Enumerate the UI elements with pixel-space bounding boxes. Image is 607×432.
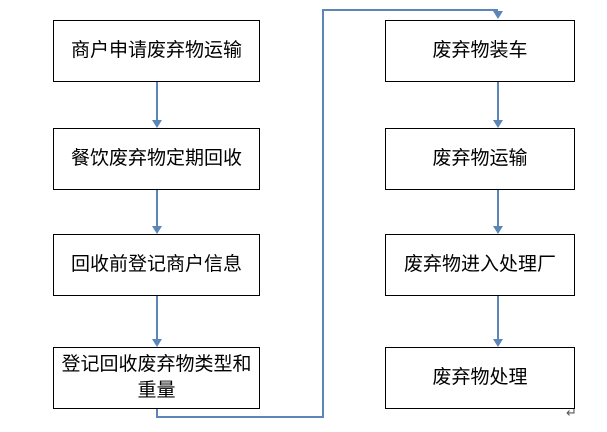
flow-node-label: 废弃物处理 <box>432 367 528 389</box>
flow-node-label: 餐饮废弃物定期回收 <box>70 148 242 170</box>
flow-node-register-type-weight[interactable]: 登记回收废弃物类型和重量 <box>53 347 260 409</box>
connector-n1-n2-head <box>152 120 162 128</box>
flow-node-periodic-recycle[interactable]: 餐饮废弃物定期回收 <box>53 128 260 190</box>
connector-n4-n5-segment-down <box>322 9 324 418</box>
connector-n4-n5-segment-bottom <box>156 416 324 418</box>
flow-node-label: 商户申请废弃物运输 <box>70 40 242 62</box>
connector-n4-n5-segment-top <box>322 9 498 11</box>
connector-n7-n8-head <box>493 339 503 347</box>
flow-node-enter-plant[interactable]: 废弃物进入处理厂 <box>385 234 575 296</box>
flow-node-label: 废弃物进入处理厂 <box>403 254 556 276</box>
flow-node-waste-treatment[interactable]: 废弃物处理 <box>385 347 575 409</box>
connector-n1-n2-line <box>156 82 158 120</box>
flow-node-label: 废弃物运输 <box>432 148 528 170</box>
connector-n6-n7-head <box>493 226 503 234</box>
connector-n3-n4-line <box>156 296 158 339</box>
flow-node-load-waste[interactable]: 废弃物装车 <box>385 20 575 82</box>
connector-n5-n6-line <box>497 82 499 120</box>
connector-n7-n8-line <box>497 296 499 339</box>
flow-node-label: 回收前登记商户信息 <box>70 254 242 276</box>
connector-n2-n3-line <box>156 190 158 226</box>
flow-node-merchant-apply[interactable]: 商户申请废弃物运输 <box>53 20 260 82</box>
flow-node-label: 登记回收废弃物类型和重量 <box>61 354 252 401</box>
connector-n2-n3-head <box>152 226 162 234</box>
connector-n4-n5-head <box>493 11 503 19</box>
paragraph-mark: ↵ <box>566 405 577 420</box>
connector-n5-n6-head <box>493 120 503 128</box>
flow-node-label: 废弃物装车 <box>432 40 528 62</box>
flow-node-transport-waste[interactable]: 废弃物运输 <box>385 128 575 190</box>
connector-n3-n4-head <box>152 339 162 347</box>
connector-n6-n7-line <box>497 190 499 226</box>
connector-n4-n5-segment-stub <box>156 409 158 418</box>
flow-node-register-merchant-info[interactable]: 回收前登记商户信息 <box>53 234 260 296</box>
